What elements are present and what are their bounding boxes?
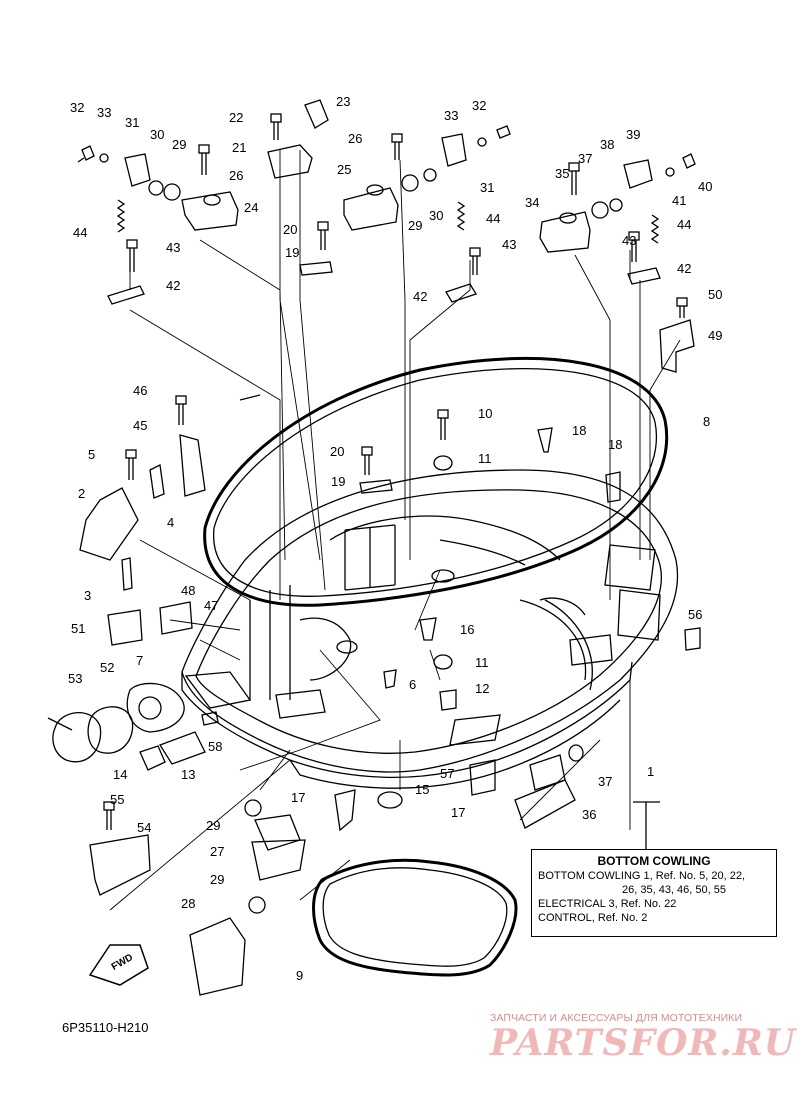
callout-22: 22 bbox=[229, 110, 244, 125]
callout-51: 51 bbox=[71, 621, 86, 636]
callout-42: 42 bbox=[413, 289, 428, 304]
callout-26: 26 bbox=[229, 168, 244, 183]
callout-16: 16 bbox=[460, 622, 475, 637]
callout-17: 17 bbox=[291, 790, 306, 805]
callout-53: 53 bbox=[68, 671, 83, 686]
callout-43: 43 bbox=[502, 237, 517, 252]
callout-18: 18 bbox=[608, 437, 623, 452]
callout-44: 44 bbox=[73, 225, 88, 240]
legend-title: BOTTOM COWLING bbox=[597, 854, 711, 868]
callout-31: 31 bbox=[480, 180, 495, 195]
callout-47: 47 bbox=[204, 598, 219, 613]
callout-2: 2 bbox=[78, 486, 86, 501]
callout-41: 41 bbox=[672, 193, 687, 208]
top-seal-ring bbox=[203, 357, 669, 607]
callout-44: 44 bbox=[486, 211, 501, 226]
callout-35: 35 bbox=[555, 166, 570, 181]
callout-30: 30 bbox=[150, 127, 165, 142]
callout-8: 8 bbox=[703, 414, 711, 429]
callout-21: 21 bbox=[232, 140, 247, 155]
callout-19: 19 bbox=[285, 245, 300, 260]
callout-34: 34 bbox=[525, 195, 540, 210]
callout-1: 1 bbox=[647, 764, 655, 779]
callout-54: 54 bbox=[137, 820, 152, 835]
callout-29: 29 bbox=[210, 872, 225, 887]
callout-3: 3 bbox=[84, 588, 92, 603]
callout-19: 19 bbox=[331, 474, 346, 489]
callout-55: 55 bbox=[110, 792, 125, 807]
callout-42: 42 bbox=[166, 278, 181, 293]
callout-48: 48 bbox=[181, 583, 196, 598]
callout-42: 42 bbox=[677, 261, 692, 276]
callout-39: 39 bbox=[626, 127, 641, 142]
callout-13: 13 bbox=[181, 767, 196, 782]
callout-52: 52 bbox=[100, 660, 115, 675]
watermark-logo: PARTSFOR.RU bbox=[490, 1022, 797, 1064]
callout-32: 32 bbox=[70, 100, 85, 115]
callout-17: 17 bbox=[451, 805, 466, 820]
callout-30: 30 bbox=[429, 208, 444, 223]
callout-23: 23 bbox=[336, 94, 351, 109]
callout-12: 12 bbox=[475, 681, 490, 696]
callout-40: 40 bbox=[698, 179, 713, 194]
callout-29: 29 bbox=[206, 818, 221, 833]
callout-33: 33 bbox=[97, 105, 112, 120]
legend-box: BOTTOM COWLING BOTTOM COWLING 1, Ref. No… bbox=[531, 849, 777, 937]
callout-5: 5 bbox=[88, 447, 96, 462]
legend-line-3: ELECTRICAL 3, Ref. No. 22 bbox=[538, 898, 677, 910]
callout-6: 6 bbox=[409, 677, 417, 692]
callout-43: 43 bbox=[622, 233, 637, 248]
callout-29: 29 bbox=[408, 218, 423, 233]
callout-7: 7 bbox=[136, 653, 144, 668]
callout-43: 43 bbox=[166, 240, 181, 255]
lower-gasket bbox=[312, 858, 518, 977]
callout-36: 36 bbox=[582, 807, 597, 822]
callout-37: 37 bbox=[598, 774, 613, 789]
callout-20: 20 bbox=[330, 444, 345, 459]
callout-37: 37 bbox=[578, 151, 593, 166]
callout-4: 4 bbox=[167, 515, 175, 530]
callout-10: 10 bbox=[478, 406, 493, 421]
callout-29: 29 bbox=[172, 137, 187, 152]
legend-line-2: 26, 35, 43, 46, 50, 55 bbox=[622, 884, 726, 896]
callout-58: 58 bbox=[208, 739, 223, 754]
callout-18: 18 bbox=[572, 423, 587, 438]
callout-25: 25 bbox=[337, 162, 352, 177]
callout-27: 27 bbox=[210, 844, 225, 859]
callout-57: 57 bbox=[440, 766, 455, 781]
callout-11: 11 bbox=[475, 655, 489, 670]
callout-56: 56 bbox=[688, 607, 703, 622]
callout-44: 44 bbox=[677, 217, 692, 232]
watermark-tagline: ЗАПЧАСТИ И АКСЕССУАРЫ ДЛЯ МОТОТЕХНИКИ bbox=[490, 1012, 743, 1024]
callout-31: 31 bbox=[125, 115, 140, 130]
callout-14: 14 bbox=[113, 767, 128, 782]
callout-24: 24 bbox=[244, 200, 259, 215]
callout-28: 28 bbox=[181, 896, 196, 911]
callout-32: 32 bbox=[472, 98, 487, 113]
hardware-parts bbox=[47, 99, 701, 996]
callout-45: 45 bbox=[133, 418, 148, 433]
callout-11: 11 bbox=[478, 451, 492, 466]
callout-49: 49 bbox=[708, 328, 723, 343]
legend-line-4: CONTROL, Ref. No. 2 bbox=[538, 912, 648, 924]
callout-9: 9 bbox=[296, 968, 304, 983]
bottom-cowling-shell bbox=[181, 469, 679, 789]
callout-50: 50 bbox=[708, 287, 723, 302]
callout-46: 46 bbox=[133, 383, 148, 398]
callout-26: 26 bbox=[348, 131, 363, 146]
callout-38: 38 bbox=[600, 137, 615, 152]
drawing-code: 6P35110-H210 bbox=[62, 1020, 149, 1035]
callout-20: 20 bbox=[283, 222, 298, 237]
legend-line-1: BOTTOM COWLING 1, Ref. No. 5, 20, 22, bbox=[538, 870, 746, 882]
callout-15: 15 bbox=[415, 782, 430, 797]
callout-33: 33 bbox=[444, 108, 459, 123]
